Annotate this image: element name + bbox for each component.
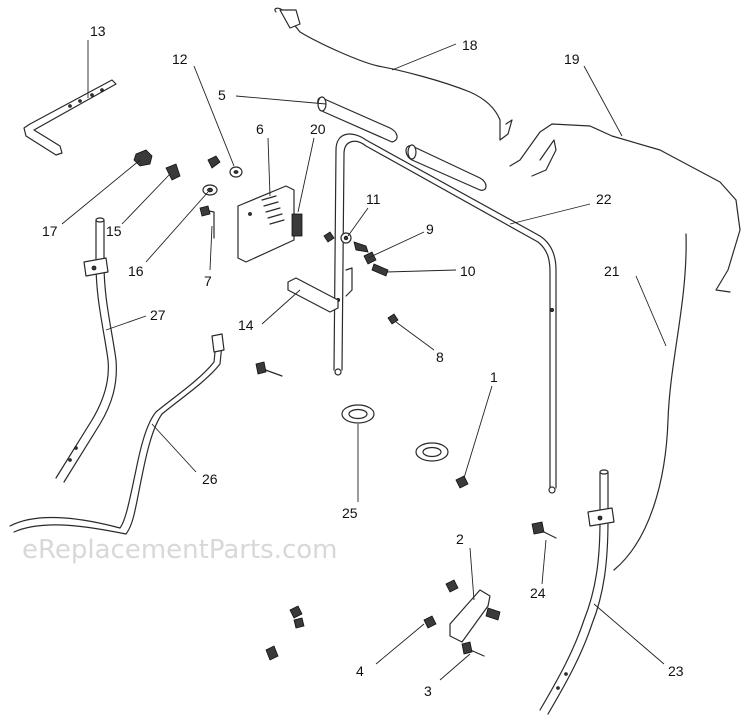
callout-4: 4 [356,663,364,679]
callout-5: 5 [218,87,226,103]
callout-13: 13 [90,23,106,39]
callout-21: 21 [604,263,620,279]
part-4-nut [423,615,437,629]
part-20-spring [291,213,303,237]
part-9-bolt [353,241,377,265]
part-3-bolt [461,641,485,657]
callout-8: 8 [436,349,444,365]
callout-27: 27 [150,307,166,323]
callout-7: 7 [204,273,212,289]
callout-25: 25 [342,505,358,521]
callout-20: 20 [310,121,326,137]
callout-26: 26 [202,471,218,487]
part-21-wire [613,233,687,571]
leader-lines [61,40,667,681]
part-23-tube [539,469,615,715]
part-6-plate [237,185,295,263]
part-16-washer [202,184,218,196]
part-18-rod [274,7,513,141]
part-5-grip [317,96,487,191]
callout-3: 3 [424,683,432,699]
part-12-nut-washer [207,155,243,178]
callout-1: 1 [490,369,498,385]
callout-6: 6 [256,121,264,137]
part-15-bolt [165,163,181,181]
watermark-text: eReplacementParts.com [22,535,338,565]
part-11-washer [340,232,352,244]
callout-14: 14 [238,317,254,333]
part-bolt-left [255,361,283,377]
part-13-bracket [23,79,117,156]
part-7-screw [199,205,215,239]
callout-22: 22 [596,191,612,207]
part-22-handle-frame [333,133,557,494]
callout-17: 17 [42,223,58,239]
part-2-bracket [445,579,501,643]
part-10-bolt [371,263,389,277]
part-14-bar [287,277,339,313]
callout-labels: 13 12 18 19 5 6 20 17 15 16 7 11 9 10 22… [42,23,684,699]
callout-18: 18 [462,37,478,53]
callout-11: 11 [366,191,381,207]
part-26-cable [9,333,225,535]
part-loose-fasteners [265,605,305,661]
callout-19: 19 [564,51,580,67]
callout-12: 12 [172,51,188,67]
part-27-tube [55,217,117,483]
callout-15: 15 [106,223,122,239]
callout-16: 16 [128,263,144,279]
callout-2: 2 [456,531,464,547]
part-25-grommet [341,404,449,462]
callout-24: 24 [530,585,546,601]
callout-10: 10 [460,263,476,279]
part-19-rod [509,123,741,293]
part-17-nut [133,149,153,167]
callout-9: 9 [426,221,434,237]
part-8-nut [387,313,399,325]
part-small-nut [323,231,335,243]
part-24-bolt [531,521,557,539]
part-1-nut [455,475,469,489]
callout-23: 23 [668,663,684,679]
